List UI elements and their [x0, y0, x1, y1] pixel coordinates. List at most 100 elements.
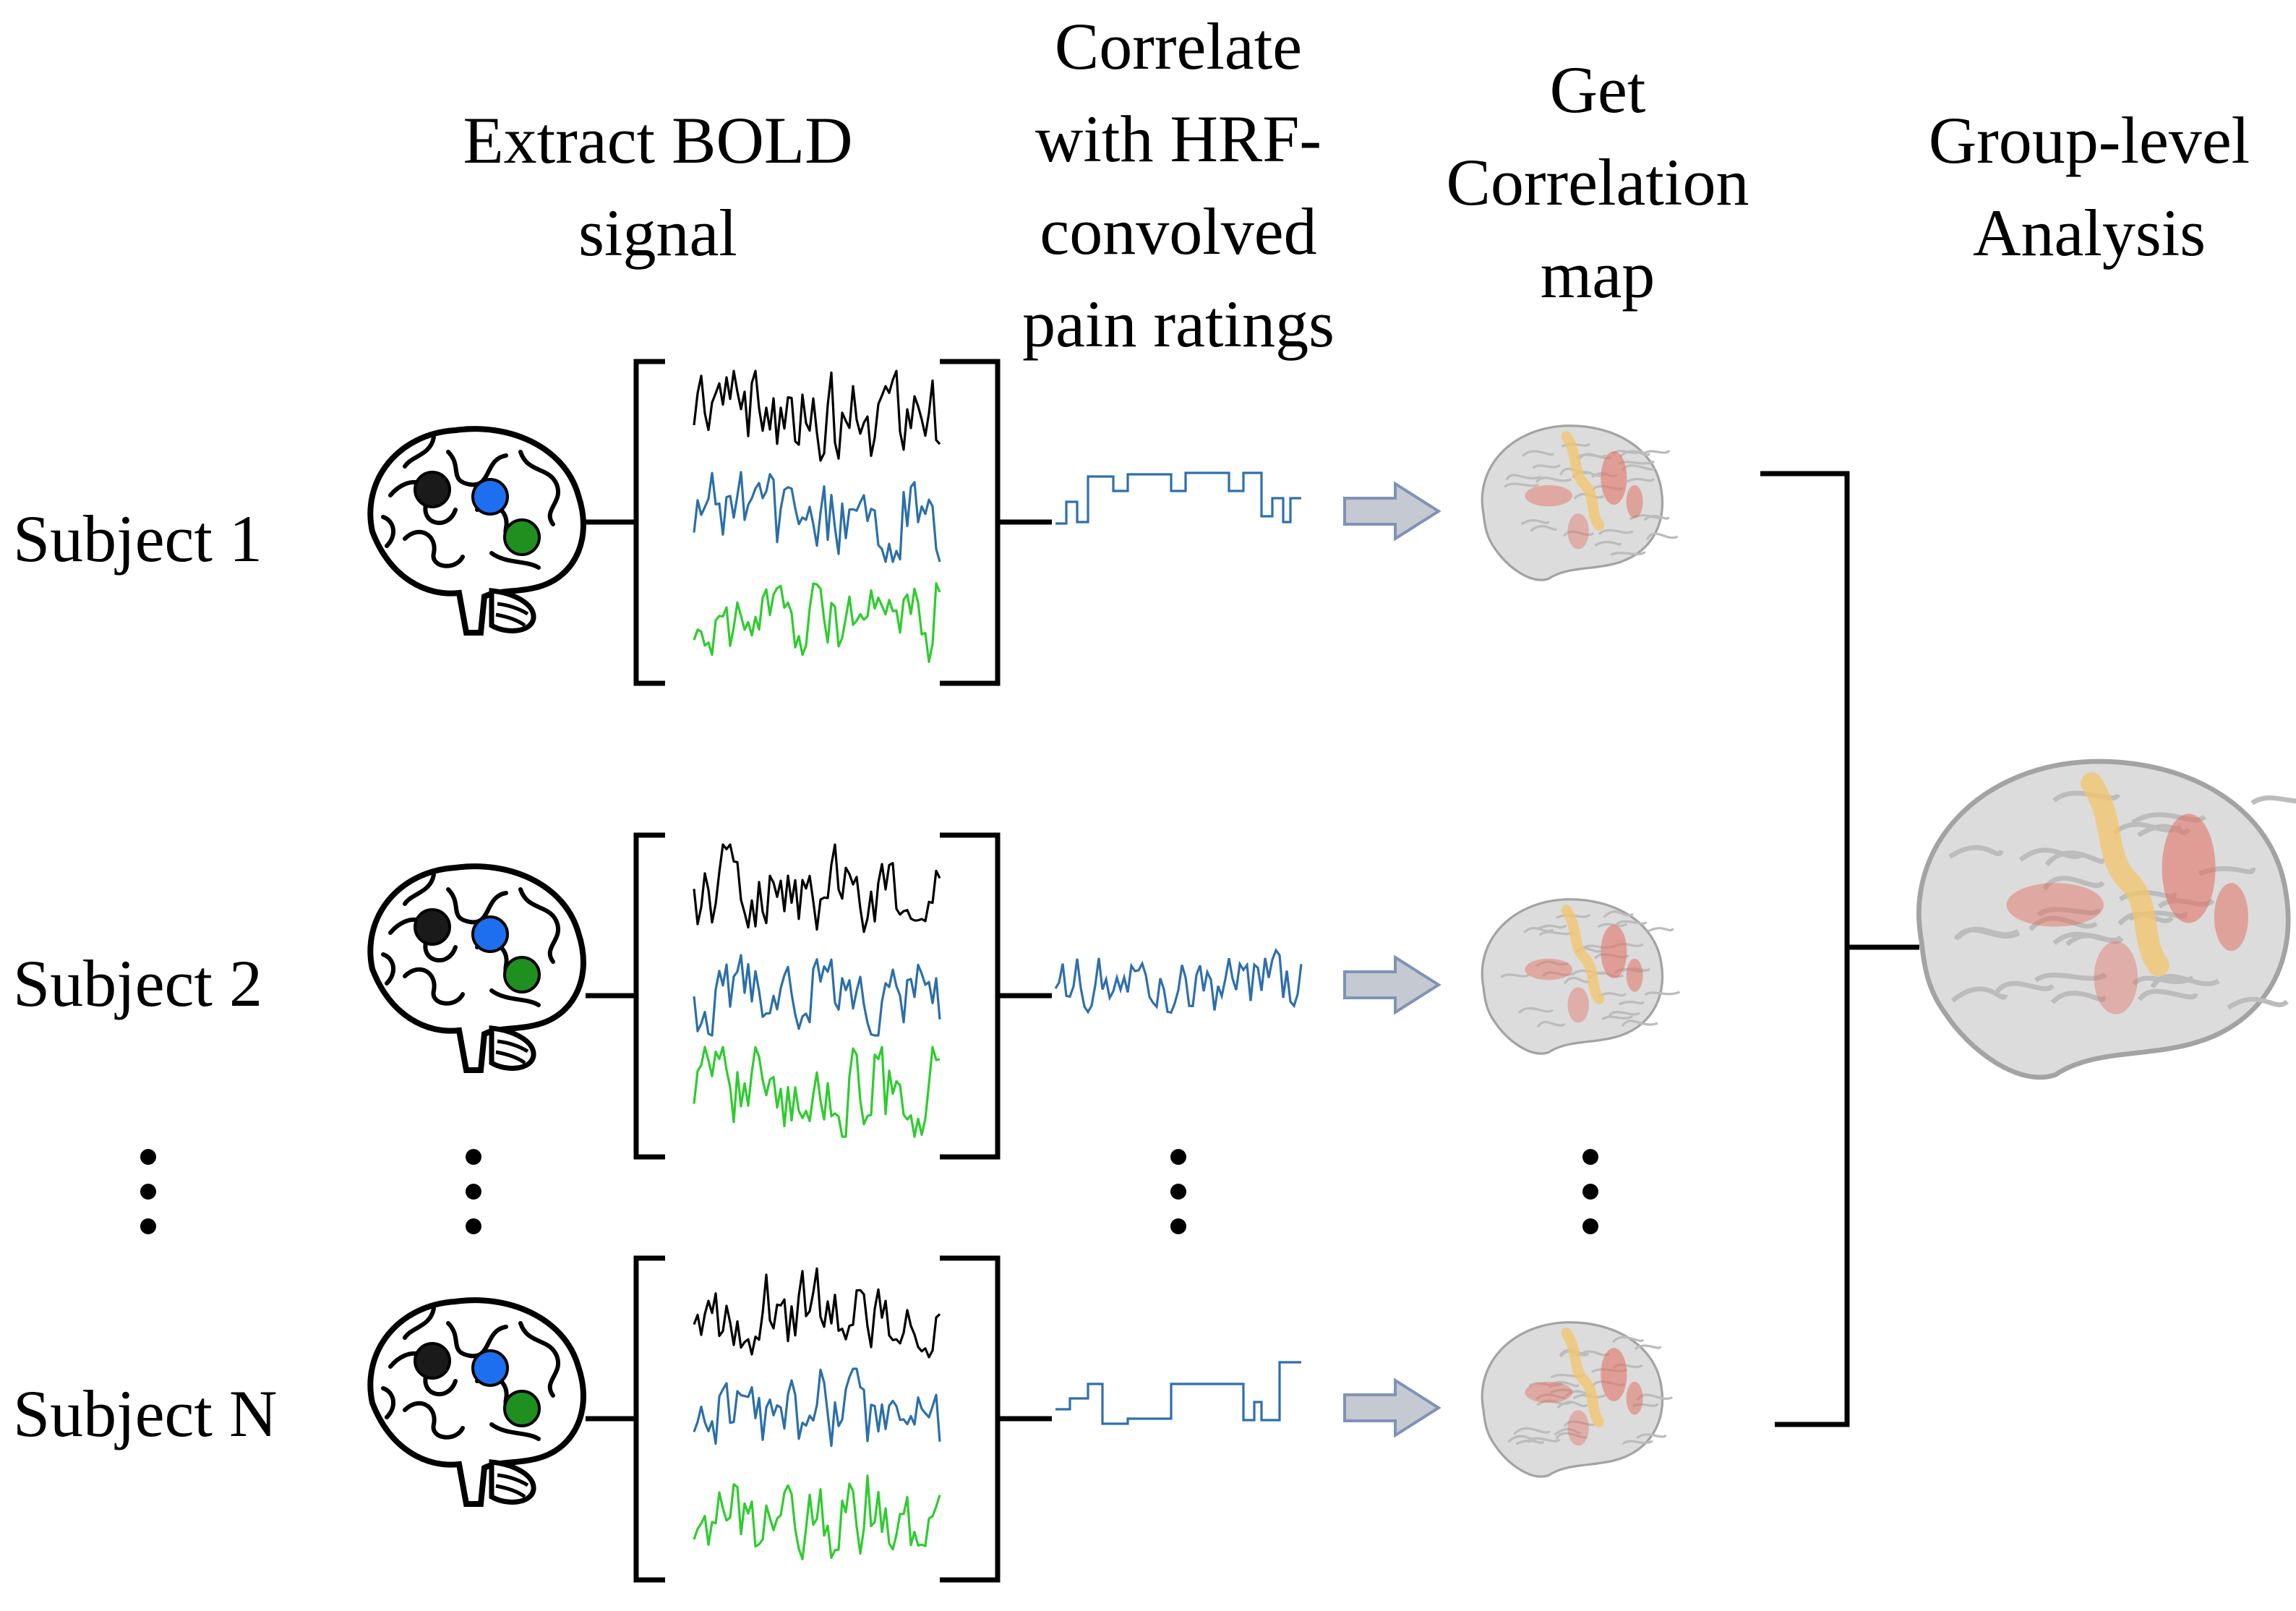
map-activation-4: [1626, 484, 1643, 518]
map-sulcus: [1948, 845, 2004, 859]
map-sulcus: [2227, 996, 2289, 1010]
map-sulcus: [1593, 953, 1629, 960]
map-sulcus: [1563, 1420, 1596, 1427]
brain-cerebellum-lines: [495, 1039, 529, 1065]
map-sulcus: [2029, 915, 2099, 931]
map-sulcus: [1556, 1401, 1588, 1409]
signal-matrix-1: [633, 359, 1001, 686]
bold-signal-roi-3: [693, 1046, 941, 1138]
ellipsis-icon-rating-1: [1170, 1184, 1186, 1200]
right-arrow-icon-2: [1343, 954, 1442, 1015]
map-activation-3: [1567, 987, 1589, 1023]
brain-outline-icon-3: [367, 1297, 586, 1507]
header-correlation-map: Get Correlation map: [1446, 53, 1749, 312]
subject-label-1: Subject 1: [13, 502, 262, 576]
map-sulcus: [1523, 927, 1554, 933]
map-sulcus: [1636, 1433, 1667, 1440]
correlation-brain-map-icon-3: [1481, 1321, 1673, 1478]
map-activation-2: [2006, 883, 2104, 927]
map-activation-2: [1525, 484, 1572, 507]
map-cortex: [1481, 898, 1664, 1055]
map-sulcus: [2130, 812, 2206, 825]
brain-silhouette: [367, 863, 586, 1073]
group-brain-map-icon-group: [1916, 759, 2296, 1080]
map-sulcus: [2250, 795, 2296, 806]
map-sulcus: [1535, 1393, 1567, 1401]
map-sulcus: [1612, 942, 1644, 949]
map-cortex: [1916, 759, 2291, 1080]
map-sulcus: [1549, 1388, 1579, 1394]
map-activation-3: [2094, 941, 2138, 1014]
map-sulcus: [1601, 1015, 1634, 1021]
map-sulcus: [1591, 484, 1624, 492]
brain-silhouette: [367, 426, 586, 636]
brain-gyrus-6: [489, 1422, 541, 1441]
bracket-left: [633, 1255, 665, 1583]
bracket-right: [940, 832, 1001, 1160]
map-sulcus: [1527, 1437, 1561, 1444]
map-activation-1: [1601, 925, 1627, 978]
roi-dot-2: [471, 478, 509, 516]
map-sulcus: [1634, 1344, 1662, 1351]
brain-gyrus-3: [518, 450, 560, 526]
map-sulcus: [1563, 977, 1590, 985]
brain-silhouette: [367, 1297, 586, 1507]
brain-gyrus-1: [403, 529, 465, 568]
map-sulcus: [1612, 1363, 1643, 1369]
map-activation-1: [2162, 813, 2216, 923]
bold-signal-roi-2: [693, 954, 941, 1037]
brain-cerebellum-lines: [495, 1473, 529, 1499]
map-sulcus: [1632, 1403, 1659, 1408]
map-activation-core: [1561, 1328, 1605, 1427]
map-activation-core: [1561, 431, 1605, 531]
ellipsis-icon-subject-2: [140, 1218, 156, 1234]
map-activation-4: [1626, 958, 1643, 992]
brain-gyrus-7: [403, 1307, 436, 1340]
bold-signal-roi-1: [693, 1267, 941, 1359]
map-sulcus: [2034, 972, 2107, 983]
bracket-left: [633, 832, 665, 1160]
map-sulcus: [1563, 530, 1595, 537]
map-sulcus: [1500, 973, 1530, 978]
map-sulcus: [2198, 866, 2256, 876]
map-sulcus: [2050, 991, 2106, 1005]
bold-signal-roi-2: [693, 1367, 941, 1448]
roi-dot-1: [414, 1342, 451, 1380]
brain-gyrus-7: [403, 435, 436, 469]
map-sulcus: [1505, 474, 1542, 481]
map-sulcus: [1643, 515, 1670, 521]
signal-matrix-3: [633, 1255, 1001, 1583]
roi-dot-2: [471, 1349, 509, 1387]
map-sulcus: [1530, 525, 1557, 532]
map-sulcus: [1517, 1007, 1554, 1014]
map-sulcus: [1580, 944, 1616, 950]
bold-signal-roi-3: [693, 1474, 941, 1560]
brain-cerebellum: [489, 1459, 536, 1505]
ellipsis-icon-map-2: [1582, 1218, 1598, 1234]
brain-gyrus-7: [403, 873, 436, 906]
roi-dot-3: [503, 956, 541, 993]
map-sulcus: [2137, 988, 2198, 1001]
roi-dot-1: [414, 908, 451, 946]
header-extract-bold: Extract BOLD signal: [463, 103, 853, 270]
map-sulcus: [1536, 1399, 1573, 1406]
map-sulcus: [1597, 923, 1628, 928]
map-sulcus: [1521, 450, 1555, 458]
map-sulcus: [1995, 980, 2055, 993]
map-sulcus: [1622, 1440, 1653, 1445]
header-group-analysis: Group-level Analysis: [1928, 103, 2250, 270]
roi-dot-3: [503, 1390, 541, 1427]
map-sulcus: [2112, 821, 2183, 835]
map-sulcus: [1507, 1435, 1536, 1443]
map-sulcus: [2157, 898, 2215, 909]
map-activation-core: [1561, 905, 1605, 1004]
brain-cerebellum: [489, 588, 536, 633]
map-sulcus: [1610, 551, 1646, 557]
map-sulcus: [1603, 910, 1634, 918]
bold-signal-roi-3: [693, 582, 941, 663]
signal-matrix-2: [633, 832, 1001, 1160]
map-sulcus: [1618, 460, 1655, 466]
map-sulcus: [2042, 876, 2105, 891]
map-sulcus: [1577, 453, 1612, 461]
